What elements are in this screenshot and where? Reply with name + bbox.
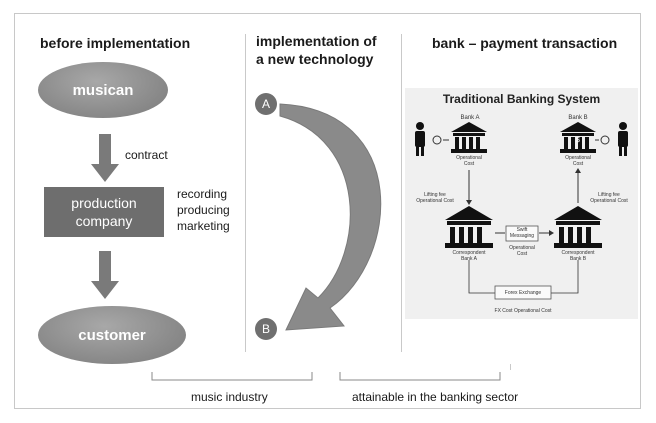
bracket-banking: [339, 372, 501, 381]
contract-label: contract: [125, 148, 168, 162]
op-cost-left: Operational Cost: [456, 155, 482, 167]
bracket-music: [151, 372, 313, 381]
role-recording: recording: [177, 187, 228, 201]
bank-a-icon: [451, 122, 487, 153]
person-right-icon: [618, 122, 628, 156]
musician-label: musican: [72, 81, 134, 99]
dollar-sign: $: [576, 137, 580, 144]
production-company-box: production company: [44, 187, 164, 237]
banking-title: Traditional Banking System: [442, 92, 601, 106]
arrow-production-customer: [91, 251, 119, 299]
coin-right-icon: [600, 135, 610, 145]
arrow-musician-production: [91, 134, 119, 182]
person-left-icon: [415, 122, 425, 156]
divider-right: [401, 34, 402, 352]
tick-mark: [510, 364, 511, 370]
musician-node: musican: [38, 62, 168, 118]
role-producing: producing: [177, 203, 230, 217]
curved-arrow-a-to-b: [279, 103, 382, 331]
swift-label: Swift Messaging: [509, 227, 535, 239]
header-bank: bank – payment transaction: [432, 35, 618, 51]
production-label-1: production: [71, 195, 137, 211]
role-marketing: marketing: [177, 219, 230, 233]
forex-label: Forex Exchange: [504, 290, 542, 296]
production-label-2: company: [75, 213, 133, 229]
lifting-right: Lifting fee Operational Cost: [590, 192, 628, 204]
swift-cost-label: Operational Cost: [509, 245, 535, 257]
correspondent-bank-b-icon: [554, 206, 602, 248]
customer-label: customer: [78, 326, 146, 344]
banking-diagram: [415, 122, 628, 300]
customer-node: customer: [38, 306, 186, 364]
correspondent-bank-a-icon: [445, 206, 493, 248]
corr-b-label: Correspondent Bank B: [561, 250, 595, 262]
divider-left: [245, 34, 246, 352]
swift-box: [505, 225, 539, 242]
coin-left-icon: [432, 135, 442, 145]
bank-b-label: Bank B: [568, 115, 588, 121]
bank-b-icon: [560, 122, 596, 153]
op-cost-right: Operational Cost: [565, 155, 591, 167]
traditional-banking-panel: Traditional Banking System: [405, 88, 638, 319]
corr-a-label: Correspondent Bank A: [452, 250, 486, 262]
label-music-industry: music industry: [191, 390, 268, 404]
label-banking-sector: attainable in the banking sector: [352, 390, 519, 404]
diagram-frame: [14, 13, 641, 409]
header-implementation: implementation of a new technology: [256, 33, 377, 67]
lifting-left: Lifting fee Operational Cost: [416, 192, 454, 204]
point-b: B: [255, 318, 277, 340]
fx-cost-label: FX Cost Operational Cost: [494, 308, 552, 314]
forex-box: [494, 285, 552, 300]
point-a: A: [255, 93, 277, 115]
bank-a-label: Bank A: [460, 115, 480, 121]
header-before: before implementation: [40, 35, 191, 51]
